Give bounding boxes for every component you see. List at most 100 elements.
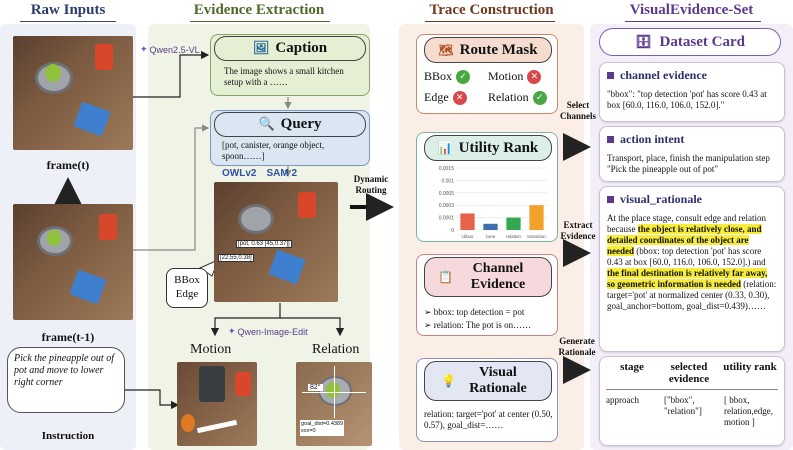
qwen-vl-label: ✦ Qwen2.5-VL xyxy=(140,44,200,55)
y-tick-label: 0.0001 xyxy=(439,216,455,222)
channel-line-2: ➢ relation: The pot is on…… xyxy=(424,320,532,330)
x-tick-label: ckbox xyxy=(462,234,475,239)
trace-title-underline xyxy=(425,21,555,22)
table-row: approach ["bbox", "relation"] [ bbox, re… xyxy=(606,395,778,428)
route-item-relation: Relation✓ xyxy=(488,90,554,105)
table-cell-evidence: ["bbox", "relation"] xyxy=(664,395,702,416)
pineapple-shape xyxy=(45,64,61,82)
can-shape xyxy=(298,192,316,218)
action-intent-header: action intent xyxy=(607,132,777,147)
dataset-card-pill: 🗄 Dataset Card xyxy=(599,28,781,56)
route-map-icon: 🗺 xyxy=(438,43,454,57)
x-tick-label: transition xyxy=(527,234,546,239)
pineapple-shape xyxy=(47,230,61,246)
motion-arrow-shape xyxy=(196,419,238,434)
y-tick-label: 0.0015 xyxy=(439,166,455,172)
y-tick-label: 0 xyxy=(451,228,454,234)
visual-rationale-pill: 💡 Visual Rationale xyxy=(424,361,552,401)
visual-title-underline xyxy=(625,21,761,22)
channel-evidence-card: channel evidence "bbox": "top detection … xyxy=(599,62,785,122)
relation-label: Relation xyxy=(312,342,360,357)
y-tick-label: 0.0003 xyxy=(439,203,455,209)
bullet-square-icon xyxy=(607,72,614,79)
instruction-bubble: Pick the pineapple out of pot and move t… xyxy=(7,347,125,413)
bbox-tag-2: [22,55,0.38] xyxy=(218,254,254,262)
pot-shape xyxy=(238,204,274,234)
utility-chart-icon: 📊 xyxy=(437,141,453,155)
can-shape xyxy=(99,214,117,240)
pineapple-shape xyxy=(181,414,195,432)
visual-evidence-set-title: VisualEvidence-Set xyxy=(629,2,754,18)
generate-rationale-label: Generate Rationale xyxy=(558,336,596,357)
owlv2-label: OWLv2 xyxy=(222,168,257,179)
cross-icon: ✕ xyxy=(527,69,542,84)
table-header-utility: utility rank xyxy=(723,361,777,373)
sam2-label: SAM 2 xyxy=(266,168,298,179)
raw-inputs-title: Raw Inputs xyxy=(30,2,106,18)
motion-label: Motion xyxy=(190,342,232,357)
table-header-row: stage selected evidence utility rank xyxy=(606,361,778,390)
frame-t1-label: frame(t-1) xyxy=(41,330,95,344)
query-title-pill: 🔍 Query xyxy=(214,112,366,137)
bbox-tag-1: [pot, 0.63 [45,0.37]] xyxy=(236,240,292,248)
select-channels-label: Select Channels xyxy=(559,100,596,121)
y-tick-label: 0.0005 xyxy=(439,191,455,197)
frame-t1-image xyxy=(13,204,133,320)
rationale-text: relation: target='pot' at center (0.50, … xyxy=(424,409,553,430)
table-header-evidence: selected evidence xyxy=(668,361,710,385)
instruction-label: Instruction xyxy=(41,430,95,442)
trace-construction-title: Trace Construction xyxy=(429,2,554,18)
channel-evidence-text: "bbox": "top detection 'pot' has score 0… xyxy=(607,89,767,110)
motion-image xyxy=(177,362,257,446)
chart-bar-relation xyxy=(506,217,521,230)
goal-dist-label: goal_dist=0.4389 xxx=0 xyxy=(300,420,345,436)
route-item-edge: Edge✕ xyxy=(424,90,488,105)
caption-title-pill: 🖼 Caption xyxy=(214,36,366,61)
axis-line-v xyxy=(334,366,335,418)
check-icon: ✓ xyxy=(532,90,547,105)
bullet-square-icon xyxy=(607,196,614,203)
utility-rank-pill: 📊 Utility Rank xyxy=(424,135,552,161)
channel-evidence-pill: 📋 Channel Evidence xyxy=(424,257,552,297)
query-text: [pot, canister, orange object, spoon……] xyxy=(222,140,325,161)
check-icon: ✓ xyxy=(456,69,471,84)
route-item-motion: Motion✕ xyxy=(488,69,554,84)
cloth-shape xyxy=(69,269,107,305)
raw-title-underline xyxy=(20,21,116,22)
relation-image: 82° goal_dist=0.4389 xxx=0 xyxy=(296,362,372,446)
query-search-icon: 🔍 xyxy=(258,117,275,132)
visual-rationale-card: visual_rationale At the place stage, con… xyxy=(599,186,785,352)
table-cell-stage: approach xyxy=(606,395,639,405)
caption-text: The image shows a small kitchen setup wi… xyxy=(224,66,344,87)
channel-evidence-header: channel evidence xyxy=(607,68,777,83)
red-can-shape xyxy=(235,372,251,396)
instruction-text: Pick the pineapple out of pot and move t… xyxy=(14,353,114,388)
route-item-bbox: BBox✓ xyxy=(424,69,488,84)
pot-shape xyxy=(318,376,352,406)
frame-t-image xyxy=(13,36,133,150)
route-mask-pill: 🗺 Route Mask xyxy=(424,37,552,63)
action-intent-card: action intent Transport, place, finish t… xyxy=(599,126,785,182)
x-tick-label: relation xyxy=(506,234,521,239)
visual-rationale-text: At the place stage, consult edge and rel… xyxy=(607,213,777,311)
chart-bar-zone xyxy=(483,223,498,230)
channel-board-icon: 📋 xyxy=(438,270,453,284)
visual-rationale-header: visual_rationale xyxy=(607,192,777,207)
extract-evidence-label: Extract Evidence xyxy=(560,220,596,241)
pineapple-shape xyxy=(326,382,340,398)
evidence-extraction-title: Evidence Extraction xyxy=(193,2,325,18)
qwen-logo-icon: ✦ xyxy=(140,44,148,54)
route-items: BBox✓ Motion✕ Edge✕ Relation✓ xyxy=(424,69,554,105)
gripper-shape xyxy=(199,366,225,402)
qwen-edit-label: ✦ Qwen-Image-Edit xyxy=(228,326,308,337)
cloth-shape xyxy=(73,101,111,137)
dynamic-routing-label: Dynamic Routing xyxy=(353,174,389,195)
caption-icon: 🖼 xyxy=(252,41,270,56)
can-shape xyxy=(95,44,113,70)
cloth-shape xyxy=(268,249,306,285)
angle-label: 82° xyxy=(308,384,323,391)
frame-t-label: frame(t) xyxy=(46,158,90,172)
channel-line-1: ➢ bbox: top detection = pot xyxy=(424,307,525,317)
